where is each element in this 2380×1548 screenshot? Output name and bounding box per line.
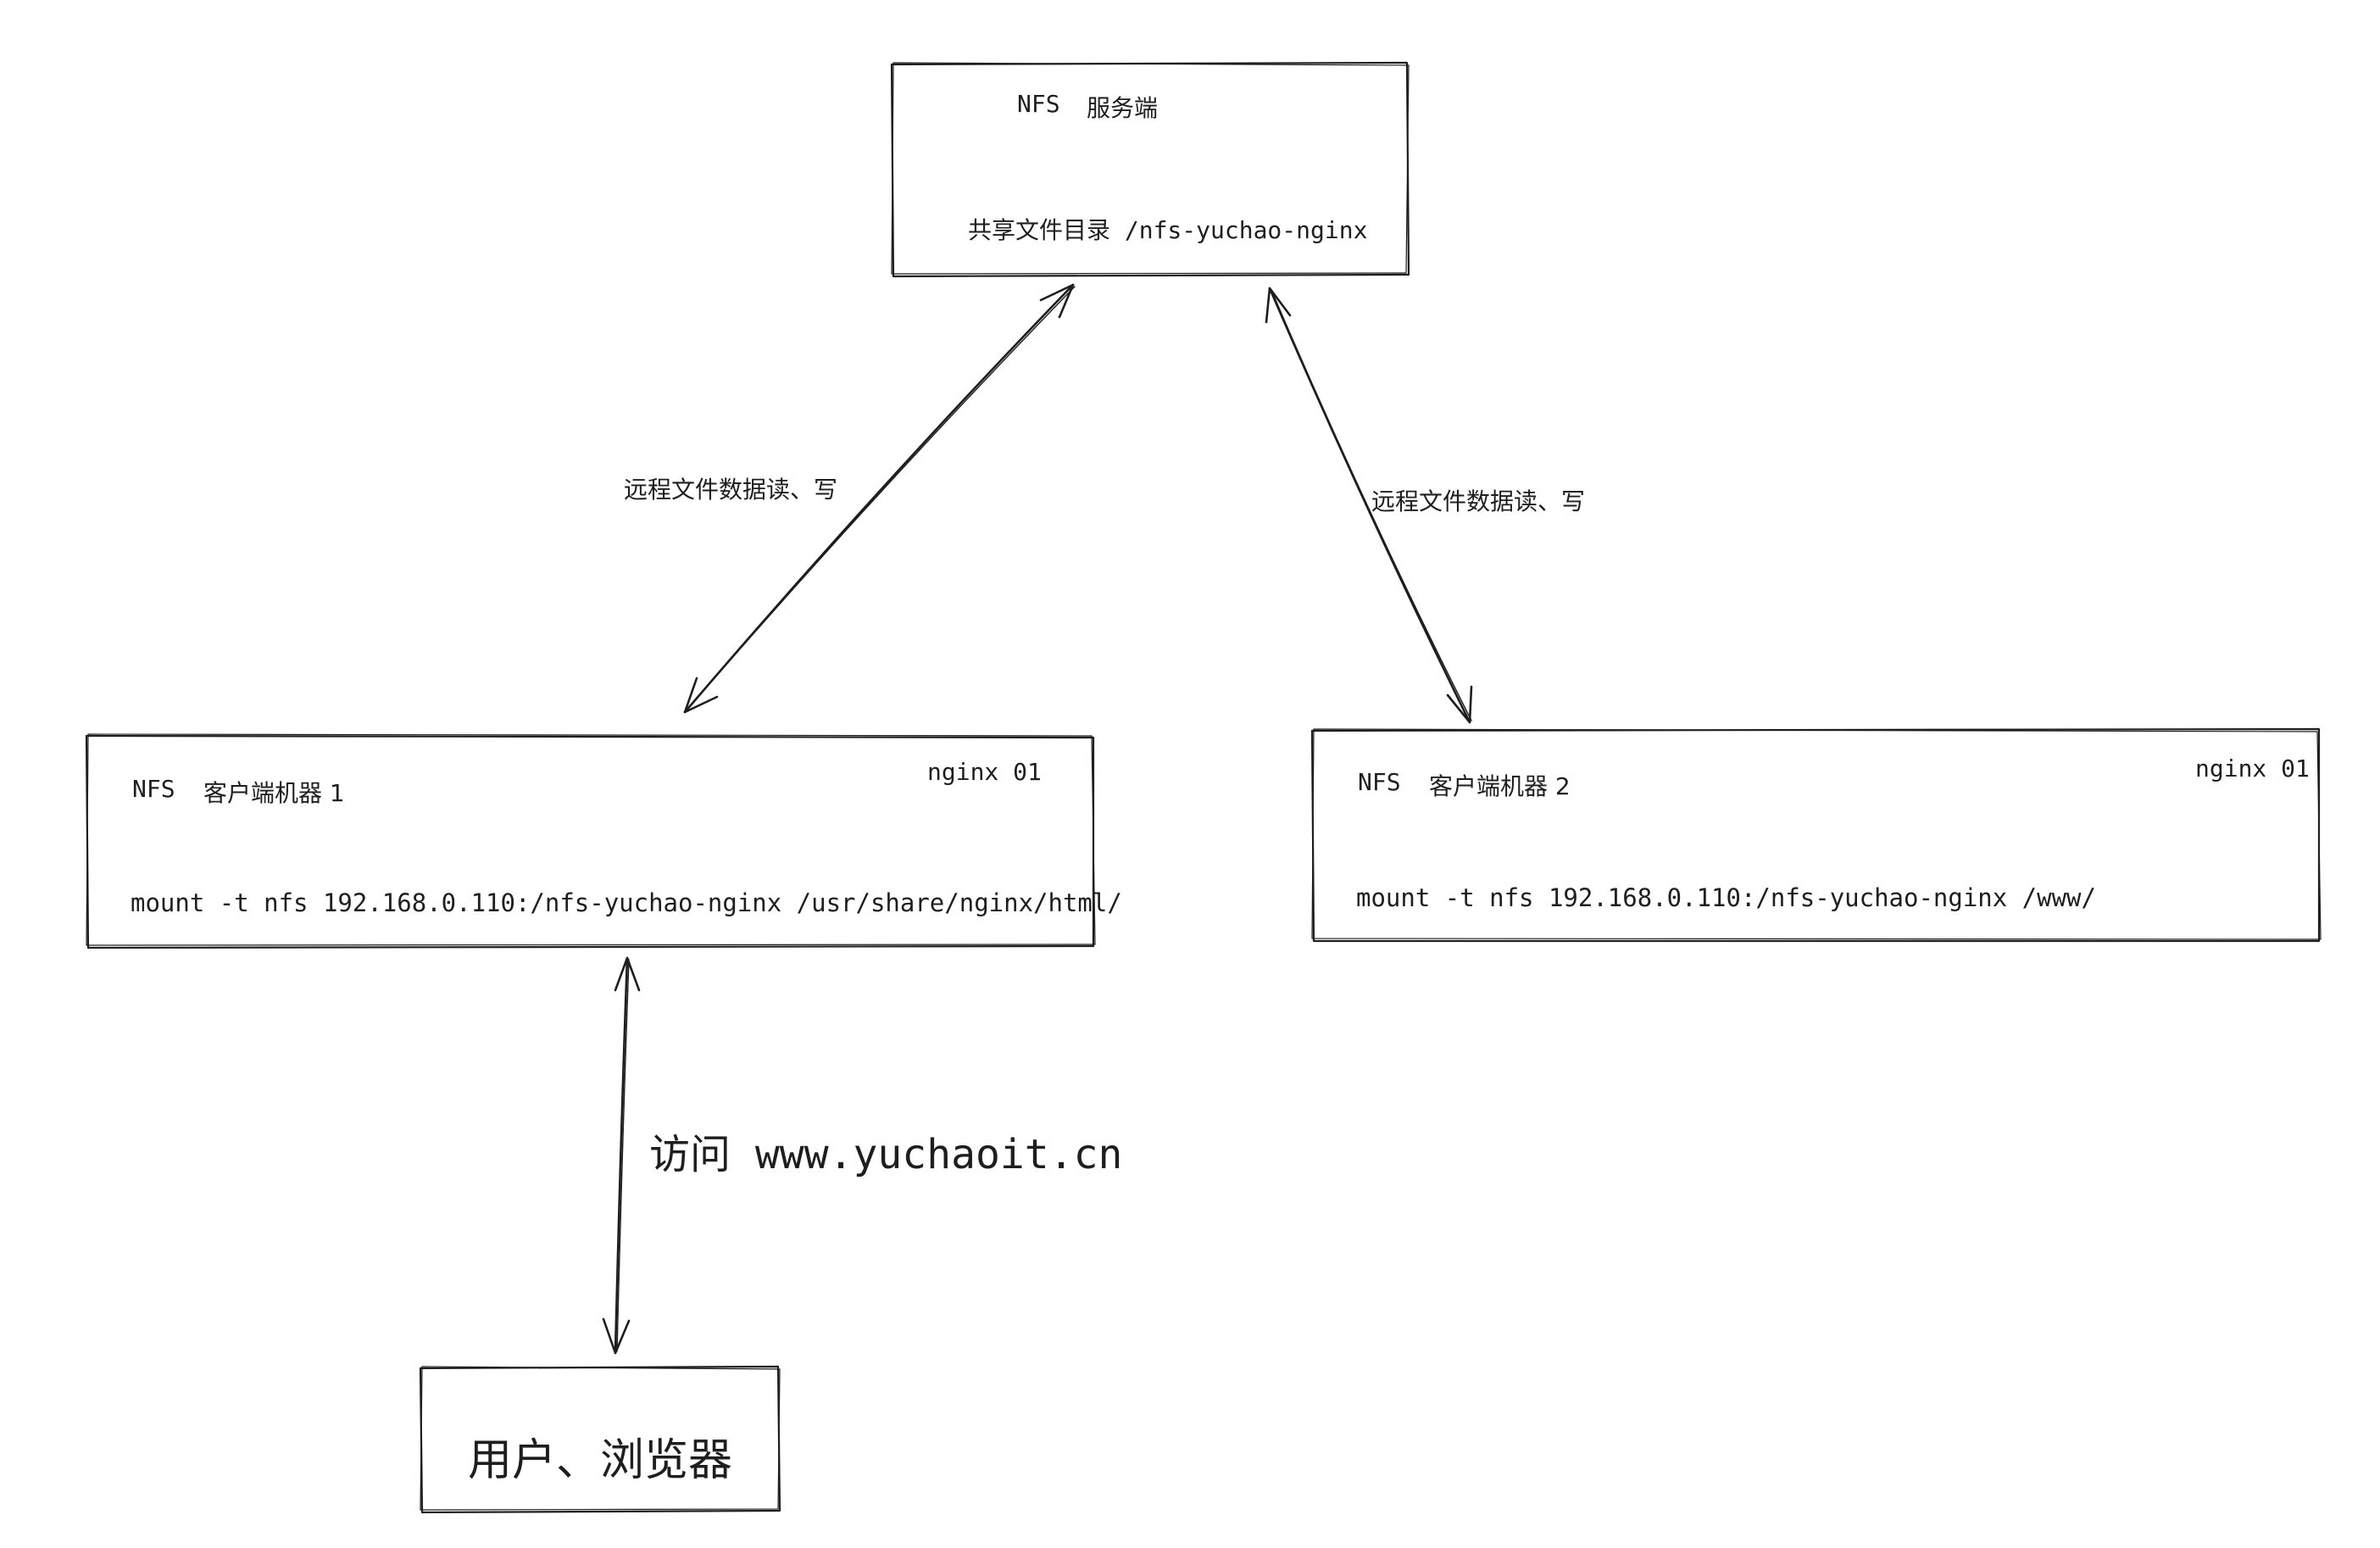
client2-box-outline — [1310, 727, 2322, 943]
client1-tag: nginx 01 — [927, 758, 1042, 786]
client1-mount-command: mount -t nfs 192.168.0.110:/nfs-yuchao-n… — [131, 888, 1122, 917]
arrow-client1-user[interactable] — [602, 956, 641, 1355]
server-title-nfs: NFS — [1017, 90, 1060, 118]
client2-title-nfs: NFS — [1358, 768, 1401, 796]
server-box-outline — [890, 61, 1410, 278]
edge-label-server-client2: 远程文件数据读、写 — [1371, 487, 1586, 515]
client1-title-nfs: NFS — [132, 775, 175, 803]
server-share-dir: 共享文件目录 /nfs-yuchao-nginx — [968, 216, 1368, 244]
edge-label-client1-user: 访问 www.yuchaoit.cn — [649, 1131, 1123, 1178]
user-browser-label: 用户、浏览器 — [468, 1435, 733, 1486]
client1-title-role: 客户端机器 1 — [203, 779, 345, 807]
client1-box-outline — [85, 733, 1096, 949]
client2-tag: nginx 01 — [2195, 755, 2310, 782]
arrow-server-client1[interactable] — [683, 283, 1076, 714]
user-box-outline — [419, 1365, 781, 1514]
client2-title-role: 客户端机器 2 — [1429, 772, 1571, 800]
client2-mount-command: mount -t nfs 192.168.0.110:/nfs-yuchao-n… — [1356, 883, 2096, 912]
arrow-server-client2[interactable] — [1265, 287, 1473, 724]
edge-label-server-client1: 远程文件数据读、写 — [624, 476, 838, 504]
server-title-role: 服务端 — [1087, 94, 1159, 122]
